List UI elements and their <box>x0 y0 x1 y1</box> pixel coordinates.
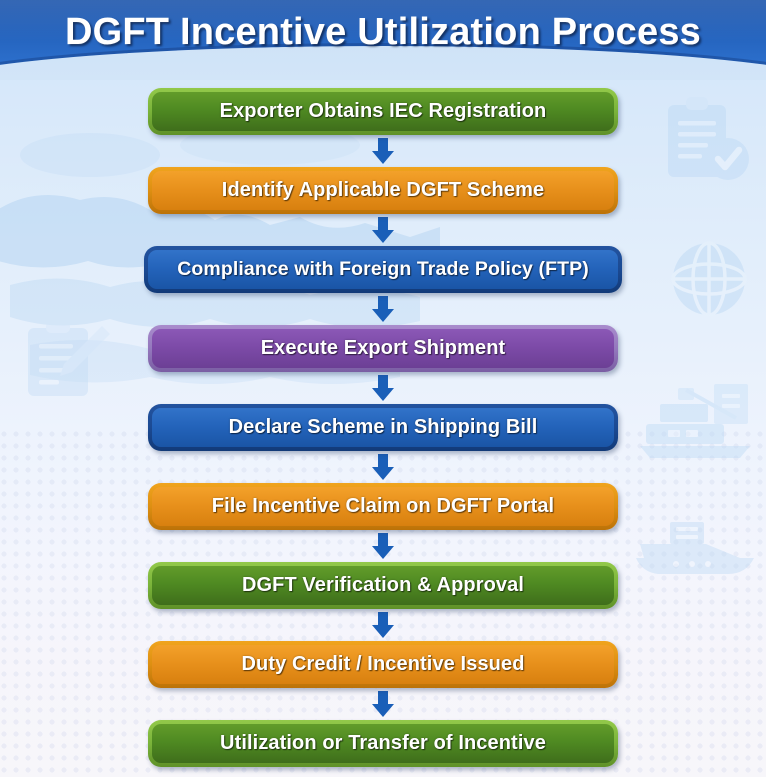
arrow-4 <box>0 372 766 404</box>
flow-step-4[interactable]: Execute Export Shipment <box>148 325 618 372</box>
flow-step-8-label: Duty Credit / Incentive Issued <box>241 653 525 675</box>
arrow-5 <box>0 451 766 483</box>
arrow-down-icon <box>372 612 394 638</box>
process-flow: Exporter Obtains IEC Registration Identi… <box>0 88 766 767</box>
arrow-down-icon <box>372 691 394 717</box>
flow-step-3[interactable]: Compliance with Foreign Trade Policy (FT… <box>144 246 622 293</box>
arrow-down-icon <box>372 217 394 243</box>
flow-step-2-label: Identify Applicable DGFT Scheme <box>221 179 545 201</box>
arrow-8 <box>0 688 766 720</box>
flow-step-7[interactable]: DGFT Verification & Approval <box>148 562 618 609</box>
header-banner <box>0 0 766 80</box>
arrow-7 <box>0 609 766 641</box>
flow-step-1[interactable]: Exporter Obtains IEC Registration <box>148 88 618 135</box>
flow-step-5[interactable]: Declare Scheme in Shipping Bill <box>148 404 618 451</box>
flow-step-8[interactable]: Duty Credit / Incentive Issued <box>148 641 618 688</box>
cargo-ship-icon-2 <box>636 500 762 580</box>
flow-step-9-row: Utilization or Transfer of Incentive <box>0 720 766 767</box>
arrow-1 <box>0 135 766 167</box>
clipboard-pencil-icon <box>22 318 114 404</box>
arrow-down-icon <box>372 375 394 401</box>
page-title: DGFT Incentive Utilization Process <box>64 11 702 53</box>
flow-step-9[interactable]: Utilization or Transfer of Incentive <box>148 720 618 767</box>
flow-step-3-row: Compliance with Foreign Trade Policy (FT… <box>0 246 766 293</box>
flow-step-5-row: Declare Scheme in Shipping Bill <box>0 404 766 451</box>
flow-step-3-label: Compliance with Foreign Trade Policy (FT… <box>177 258 589 280</box>
flow-step-5-label: Declare Scheme in Shipping Bill <box>228 416 538 438</box>
flow-step-1-label: Exporter Obtains IEC Registration <box>219 100 547 122</box>
flow-step-4-label: Execute Export Shipment <box>260 337 506 359</box>
arrow-3 <box>0 293 766 325</box>
flow-step-8-row: Duty Credit / Incentive Issued <box>0 641 766 688</box>
flow-step-2[interactable]: Identify Applicable DGFT Scheme <box>148 167 618 214</box>
arrow-down-icon <box>372 533 394 559</box>
world-map-watermark <box>0 95 470 425</box>
flow-step-9-label: Utilization or Transfer of Incentive <box>220 732 546 754</box>
globe-icon <box>668 238 750 320</box>
arrow-down-icon <box>372 138 394 164</box>
arrow-down-icon <box>372 296 394 322</box>
arrow-down-icon <box>372 454 394 480</box>
flow-step-4-row: Execute Export Shipment <box>0 325 766 372</box>
flow-step-6-row: File Incentive Claim on DGFT Portal <box>0 483 766 530</box>
flow-step-2-row: Identify Applicable DGFT Scheme <box>0 167 766 214</box>
arrow-2 <box>0 214 766 246</box>
flow-step-7-row: DGFT Verification & Approval <box>0 562 766 609</box>
flow-step-6-label: File Incentive Claim on DGFT Portal <box>211 495 555 517</box>
cargo-ship-icon <box>640 378 760 464</box>
header-sheen <box>0 0 766 42</box>
clipboard-check-icon <box>660 95 752 190</box>
flow-step-1-row: Exporter Obtains IEC Registration <box>0 88 766 135</box>
flow-step-7-label: DGFT Verification & Approval <box>241 574 525 596</box>
flow-step-6[interactable]: File Incentive Claim on DGFT Portal <box>148 483 618 530</box>
arrow-6 <box>0 530 766 562</box>
